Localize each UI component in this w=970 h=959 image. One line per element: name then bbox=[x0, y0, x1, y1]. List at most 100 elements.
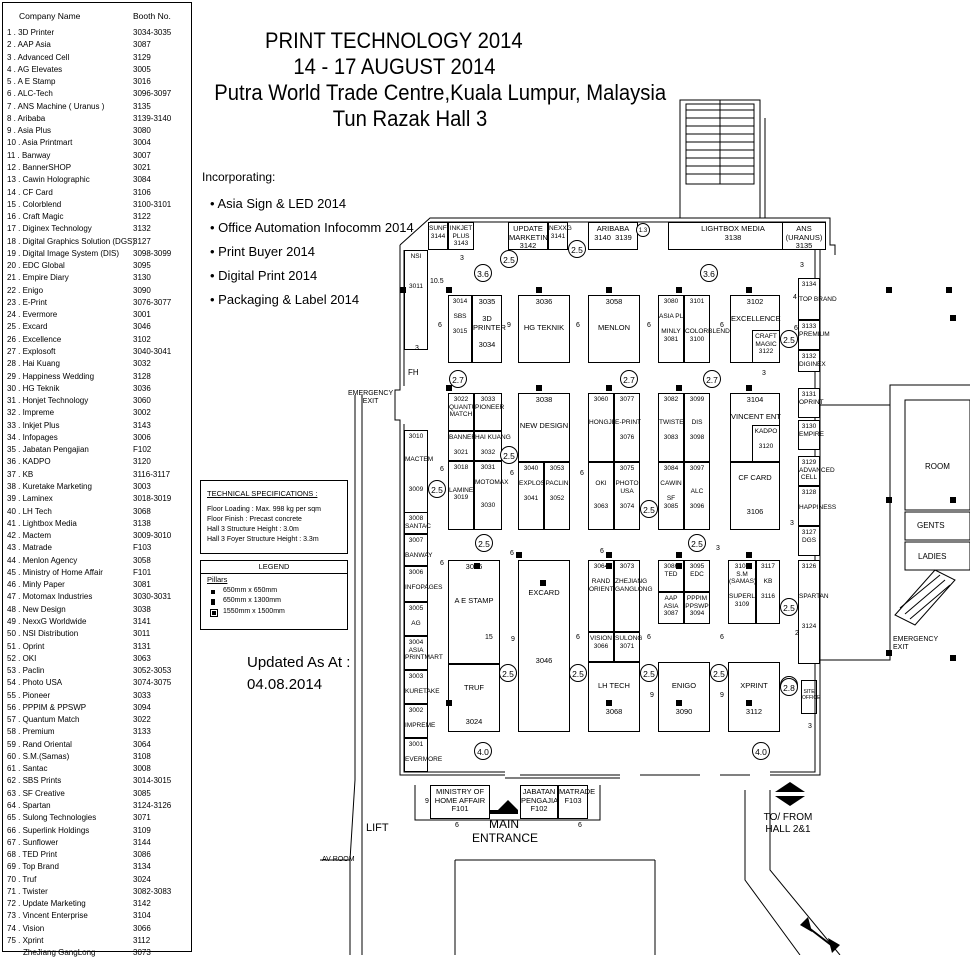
company-name: 70 . Truf bbox=[7, 874, 37, 884]
company-name: 37 . KB bbox=[7, 469, 34, 479]
company-name: 53 . Paclin bbox=[7, 666, 45, 676]
tech-spec-line: Hall 3 Structure Height : 3.0m bbox=[207, 526, 299, 533]
tech-specs-title: TECHNICAL SPECIFICATIONS : bbox=[207, 489, 318, 498]
booth-label: 3010 MACTEM 3009 bbox=[405, 433, 434, 493]
booth-eprint: 3077 E-PRINT 3076 bbox=[614, 393, 641, 462]
booth-number: 3018-3019 bbox=[133, 494, 172, 504]
pillar-icon bbox=[886, 287, 892, 293]
company-name: 40 . LH Tech bbox=[7, 506, 52, 516]
booth-3dprinter: 3035 3D PRINTER 3034 bbox=[472, 295, 506, 363]
booth-colorblend: 3101 COLORBLEND 3100 bbox=[684, 295, 730, 363]
booth-number: 3098-3099 bbox=[133, 248, 172, 258]
aisle-width-circle: 2.5 bbox=[780, 330, 798, 348]
dimension-label: 6 bbox=[510, 550, 514, 557]
booth-lhtech: LH TECH 3068 bbox=[588, 662, 640, 732]
booth-motomax: 3031 MOTOMAX 3030 bbox=[474, 461, 509, 530]
dimension-label: 9 bbox=[650, 692, 654, 699]
booth-label: 3084 CAWIN SF 3085 bbox=[660, 465, 682, 510]
pillar-icon bbox=[606, 563, 612, 569]
pillar-icon bbox=[676, 385, 682, 391]
booth-label: 3031 MOTOMAX 3030 bbox=[475, 464, 509, 509]
booth-label: UPDATE MARKETING 3142 bbox=[509, 224, 554, 250]
company-name: 45 . Ministry of Home Affair bbox=[7, 567, 103, 577]
list-item: 18 . Digital Graphics Solution (DGS)3127 bbox=[7, 236, 187, 248]
booth-number: 3109 bbox=[133, 825, 151, 835]
pillar-icon bbox=[676, 700, 682, 706]
booth-number: 3120 bbox=[133, 457, 151, 467]
pillar-icon bbox=[536, 385, 542, 391]
company-name: 50 . NSI Distribution bbox=[7, 629, 79, 639]
booth-label: CF CARD 3106 bbox=[738, 472, 772, 516]
booth-quantum: 3022 QUANTUM MATCH bbox=[448, 393, 482, 431]
aisle-width-circle: 1.3 bbox=[636, 223, 650, 237]
company-name: 7 . ANS Machine ( Uranus ) bbox=[7, 101, 105, 111]
company-name: 48 . New Design bbox=[7, 604, 66, 614]
aisle-width-circle: 2.5 bbox=[640, 664, 658, 682]
company-name: 43 . Matrade bbox=[7, 543, 52, 553]
dimension-label: 9 bbox=[511, 636, 515, 643]
company-name: 39 . Laminex bbox=[7, 494, 53, 504]
pillar-icon bbox=[676, 552, 682, 558]
booth-hgteknik: 3036 HG TEKNIK bbox=[518, 295, 570, 363]
company-name: 23 . E-Print bbox=[7, 297, 48, 307]
booth-premium: 3133 PREMIUM bbox=[798, 320, 830, 350]
booth-number: 3104 bbox=[133, 911, 151, 921]
pillar-icon bbox=[400, 287, 406, 293]
booth-cawin: 3084 CAWIN SF 3085 bbox=[658, 462, 684, 530]
booth-label: 3075 PHOTO USA 3074 bbox=[615, 465, 639, 510]
booth-number: 3082-3083 bbox=[133, 886, 172, 896]
incorporating-label: Incorporating: bbox=[202, 170, 276, 184]
updated-date: 04.08.2014 bbox=[247, 676, 323, 693]
company-name: 41 . Lightbox Media bbox=[7, 518, 77, 528]
list-header-booth: Booth No. bbox=[133, 11, 171, 21]
booth-number: 3130 bbox=[133, 273, 151, 283]
booth-label: 3016 A E STAMP bbox=[454, 562, 494, 605]
company-name: 34 . Infopages bbox=[7, 432, 58, 442]
booth-label: 3133 PREMIUM bbox=[799, 323, 830, 338]
booth-label: 3134 TOP BRAND bbox=[799, 281, 837, 303]
booth-empire: 3130 EMPIRE bbox=[798, 420, 824, 450]
company-name: 27 . Explosoft bbox=[7, 347, 56, 357]
booth-number: 3094 bbox=[133, 702, 151, 712]
company-name: 74 . Vision bbox=[7, 923, 45, 933]
booth-laminex: 3018 LAMINEX 3019 bbox=[448, 461, 478, 530]
booth-menlon: 3058 MENLON bbox=[588, 295, 640, 363]
company-name: 52 . OKI bbox=[7, 653, 37, 663]
booth-number: 3076-3077 bbox=[133, 297, 172, 307]
lift-label: LIFT bbox=[366, 822, 389, 834]
event-title: PRINT TECHNOLOGY 2014 bbox=[265, 28, 523, 53]
booth-update: UPDATE MARKETING 3142 bbox=[508, 222, 554, 250]
pillar-icon bbox=[606, 385, 612, 391]
company-name: 58 . Premium bbox=[7, 727, 55, 737]
pillar-icon bbox=[746, 552, 752, 558]
booth-zhejiang: 3073 ZHEJIANG GANGLONG bbox=[614, 560, 653, 632]
company-name: 15 . Colorblend bbox=[7, 199, 62, 209]
company-name: ZheJiang GangLong bbox=[23, 948, 96, 958]
dimension-label: 6 bbox=[647, 322, 651, 329]
booth-asiaprintmart: 3004 ASIA PRINTMART bbox=[404, 636, 443, 670]
booth-number: F102 bbox=[133, 445, 152, 455]
site-office: SITE OFFICE bbox=[801, 680, 820, 714]
pillar-icon bbox=[516, 552, 522, 558]
dimension-label: 6 bbox=[438, 322, 442, 329]
company-name: 55 . Pioneer bbox=[7, 690, 51, 700]
main-entrance-label: MAIN ENTRANCE bbox=[472, 817, 539, 845]
booth-aestamp: 3016 A E STAMP bbox=[448, 560, 500, 664]
booth-number: 3080 bbox=[133, 126, 151, 136]
booth-santac: 3008 SANTAC bbox=[404, 512, 431, 534]
booth-advcell: 3129 ADVANCED CELL bbox=[798, 456, 835, 486]
incorporating-item: Print Buyer 2014 bbox=[210, 244, 414, 268]
